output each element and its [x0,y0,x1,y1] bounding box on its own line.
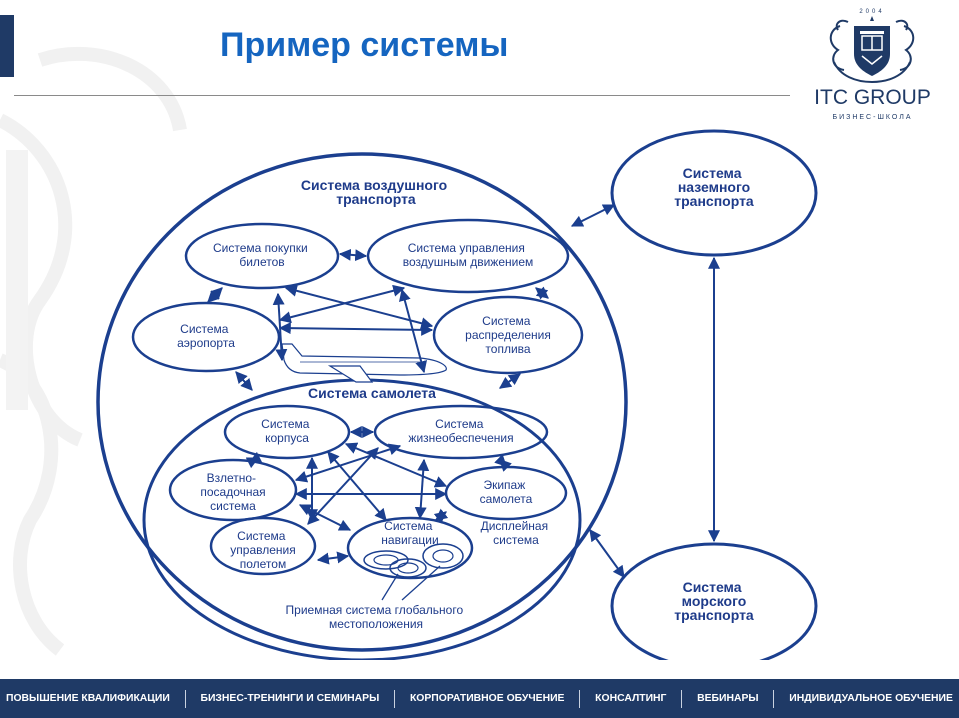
page-title: Пример системы [220,26,509,64]
svg-text:Система корпуса: Система корпуса [261,417,313,445]
display-system-label-line: система [493,533,539,547]
display-system-label: Дисплейная [481,519,549,533]
landing-system-label-line: система [210,499,256,513]
logo-year: 2004 [859,9,884,15]
footer-divider [184,689,186,708]
svg-text:Система самолета: Система самолета [308,385,436,401]
life-support-label: Система [435,417,484,431]
crest-icon: 2004 [829,9,915,84]
logo-name: ITC GROUP [814,86,931,109]
sea-transport-ellipse [610,542,818,660]
svg-text:Система аэропорта: Система аэропорта [177,322,235,350]
sea-system-label: Система [683,579,742,595]
svg-text:Экипаж самолета: Экипаж самолета [480,478,533,506]
footer-link-qualification[interactable]: ПОВЫШЕНИЕ КВАЛИФИКАЦИИ [6,693,170,704]
crew-label: Экипаж [483,478,525,492]
airport-system-label-line: аэропорта [177,336,235,350]
svg-text:Система покупки билетов: Система покупки билетов [213,241,311,269]
air-system-label-line: транспорта [336,191,416,207]
fuel-system-ellipse [432,295,584,375]
aircraft-system-label: Система самолета [308,385,436,401]
ground-system-label: Система [683,165,742,181]
footer-link-corporate[interactable]: КОРПОРАТИВНОЕ ОБУЧЕНИЕ [409,693,565,704]
footer-divider [681,689,683,708]
ticket-system-label: Система покупки [213,241,308,255]
landing-system-label: Взлетно- [207,471,256,485]
svg-text:Система воздушного транспо: Система воздушного транспорта [301,177,451,207]
airport-system-label: Система [180,322,229,336]
crew-label-line: самолета [480,492,533,506]
footer-divider [394,689,396,708]
atc-system-ellipse [366,218,570,294]
hull-system-label: Система [261,417,310,431]
atc-system-label-line: воздушным движением [403,255,534,269]
flight-control-label: Система [237,529,286,543]
flight-control-label-line: управления [230,543,295,557]
svg-text:Приемная система глобального: Приемная система глобального местоположе… [286,603,467,631]
life-support-ellipse [373,404,549,460]
footer-divider [579,689,581,708]
hull-system-label-line: корпуса [265,431,309,445]
gps-receiver-label: Приемная система глобального [286,603,464,617]
svg-text:Система управления воздушн: Система управления воздушным движением [403,241,534,269]
footer-bar: ПОВЫШЕНИЕ КВАЛИФИКАЦИИ БИЗНЕС-ТРЕНИНГИ И… [0,679,959,718]
svg-text:Дисплейная система: Дисплейная система [481,519,552,547]
footer-link-individual[interactable]: ИНДИВИДУАЛЬНОЕ ОБУЧЕНИЕ [789,693,953,704]
svg-text:Система навигации: Система навигации [381,519,438,547]
navigation-ellipse [346,516,474,580]
flight-control-ellipse [209,516,317,576]
landing-system-label-line: посадочная [200,485,265,499]
logo-subtitle: БИЗНЕС-ШКОЛА [832,114,913,121]
system-diagram: Система воздушного транспорта Система на… [96,129,818,660]
sea-system-label-line: морского [682,593,747,609]
ground-system-label-line: транспорта [674,193,754,209]
ticket-system-label-line: билетов [239,255,284,269]
accent-bar [0,15,14,77]
footer-link-trainings[interactable]: БИЗНЕС-ТРЕНИНГИ И СЕМИНАРЫ [200,693,380,704]
footer-link-consulting[interactable]: КОНСАЛТИНГ [595,693,667,704]
ground-transport-ellipse [610,129,818,257]
fuel-system-label-line: топлива [485,342,530,356]
atc-system-label: Система управления [408,241,525,255]
navigation-label: Система [384,519,433,533]
flight-control-label-line: полетом [240,557,286,571]
navigation-label-line: навигации [381,533,438,547]
footer-divider [773,689,775,708]
ticket-system-ellipse [184,222,340,290]
air-transport-ellipse [96,152,628,652]
gps-receiver-label-line: местоположения [329,617,423,631]
air-system-label: Система воздушного [301,177,447,193]
svg-text:Система жизнеобеспечения: Система жизнеобеспечения [408,417,513,445]
footer-link-webinars[interactable]: ВЕБИНАРЫ [697,693,759,704]
background-ornament [0,46,187,656]
life-support-label-line: жизнеобеспечения [408,431,513,445]
title-divider [14,95,790,96]
ground-system-label-line: наземного [678,179,750,195]
hull-system-ellipse [223,404,351,460]
fuel-system-label-line: распределения [465,328,551,342]
company-logo: 2004 ITC GROUP БИЗНЕС-ШКОЛА [800,4,945,132]
sea-system-label-line: транспорта [674,607,754,623]
fuel-system-label: Система [482,314,531,328]
